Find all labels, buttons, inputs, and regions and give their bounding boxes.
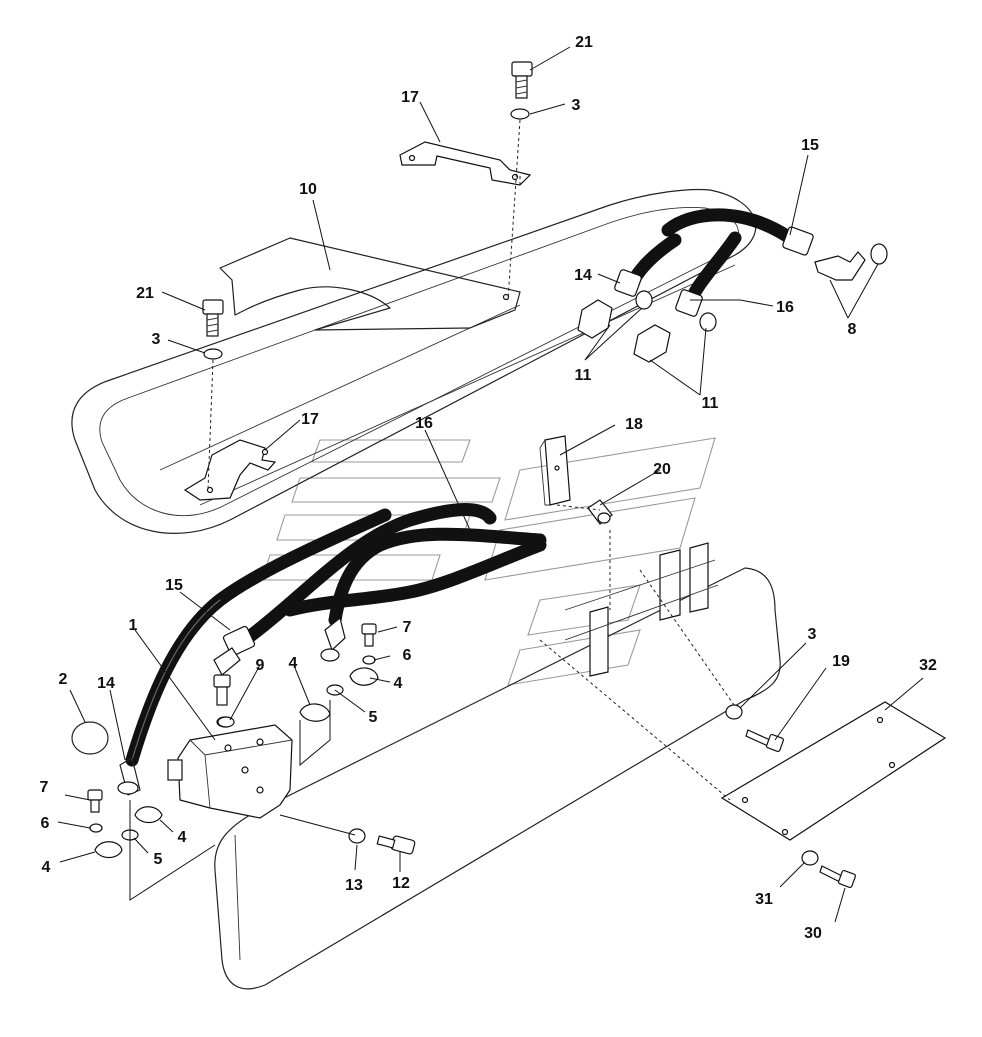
o-ring-2 xyxy=(71,721,109,755)
bolt-7-lower xyxy=(87,789,103,813)
callout-32: 32 xyxy=(919,657,937,674)
clamp-4-upper xyxy=(349,667,379,686)
callout-4-lower: 4 xyxy=(42,859,51,876)
bolt-21-left xyxy=(202,299,224,337)
rear-panel xyxy=(214,567,781,990)
callout-12: 12 xyxy=(392,875,410,892)
callout-30: 30 xyxy=(804,925,822,942)
callout-3-right: 3 xyxy=(808,626,817,643)
callout-4-mid: 4 xyxy=(178,829,187,846)
hoses-main xyxy=(125,503,547,767)
callout-4-upper: 4 xyxy=(394,675,403,692)
cover-plate-32 xyxy=(720,701,947,841)
callout-4-left: 4 xyxy=(289,655,298,672)
callout-18: 18 xyxy=(625,416,643,433)
callout-15-top: 15 xyxy=(801,137,819,154)
callout-9: 9 xyxy=(256,657,265,674)
callout-16-main: 16 xyxy=(415,415,433,432)
clamp-4-mid xyxy=(134,806,163,824)
clamp-4-left xyxy=(299,703,331,722)
callout-11-a: 11 xyxy=(575,367,592,384)
fitting-16-main xyxy=(320,616,346,696)
bolt-30 xyxy=(819,865,857,889)
callout-11-b: 11 xyxy=(702,395,719,412)
callout-15-main: 15 xyxy=(165,577,183,594)
callout-10: 10 xyxy=(299,181,317,198)
callout-6-upper: 6 xyxy=(403,647,412,664)
washer-13 xyxy=(348,828,366,844)
callout-14-top: 14 xyxy=(574,267,592,284)
callout-5-lower: 5 xyxy=(154,851,163,868)
panel-brackets xyxy=(564,542,719,677)
callout-7-upper: 7 xyxy=(403,619,412,636)
pin-20 xyxy=(587,499,613,525)
callout-21-left: 21 xyxy=(136,285,154,302)
washer-3-left xyxy=(203,348,223,360)
bracket-17-top xyxy=(399,141,532,186)
fittings-11-14 xyxy=(577,269,717,363)
bolt-21-top xyxy=(511,61,533,99)
callout-3-top: 3 xyxy=(572,97,581,114)
bracket-17-left xyxy=(183,439,277,501)
washer-3-right xyxy=(725,704,743,720)
callout-labels: 21 3 17 15 10 14 16 8 21 3 11 11 17 16 1… xyxy=(40,34,937,942)
callout-20: 20 xyxy=(653,461,671,478)
clamp-4-lower xyxy=(94,841,123,859)
fitting-15-top xyxy=(782,226,888,281)
hose-16-top xyxy=(628,208,797,299)
flange-14 xyxy=(117,781,139,795)
callout-31: 31 xyxy=(755,891,773,908)
callout-21-top: 21 xyxy=(575,34,593,51)
block-18 xyxy=(539,435,571,506)
alignment-lines xyxy=(539,504,735,801)
callout-19: 19 xyxy=(832,653,850,670)
callout-16-top: 16 xyxy=(776,299,794,316)
callout-5-upper: 5 xyxy=(369,709,378,726)
callout-13: 13 xyxy=(345,877,363,894)
callout-1: 1 xyxy=(129,617,138,634)
callout-7-lower: 7 xyxy=(40,779,49,796)
bolt-19 xyxy=(745,729,785,753)
callout-17-top: 17 xyxy=(401,89,419,106)
callout-14-main: 14 xyxy=(97,675,115,692)
bolt-12 xyxy=(376,835,416,855)
callout-8: 8 xyxy=(848,321,857,338)
callout-6-lower: 6 xyxy=(41,815,50,832)
washer-31 xyxy=(801,850,819,866)
washer-3-top xyxy=(510,108,530,120)
leader-lines xyxy=(57,46,924,923)
bolt-7-upper xyxy=(361,623,377,647)
washer-6-lower xyxy=(89,823,103,833)
o-ring-9 xyxy=(217,716,235,728)
plate-10 xyxy=(219,237,521,331)
callout-17-left: 17 xyxy=(301,411,319,428)
frame-guard xyxy=(71,188,757,534)
callout-3-left: 3 xyxy=(152,331,161,348)
washer-6-upper xyxy=(362,655,376,665)
fitting-15-main xyxy=(213,625,256,728)
pump-1 xyxy=(167,724,293,819)
callout-2: 2 xyxy=(59,671,68,688)
